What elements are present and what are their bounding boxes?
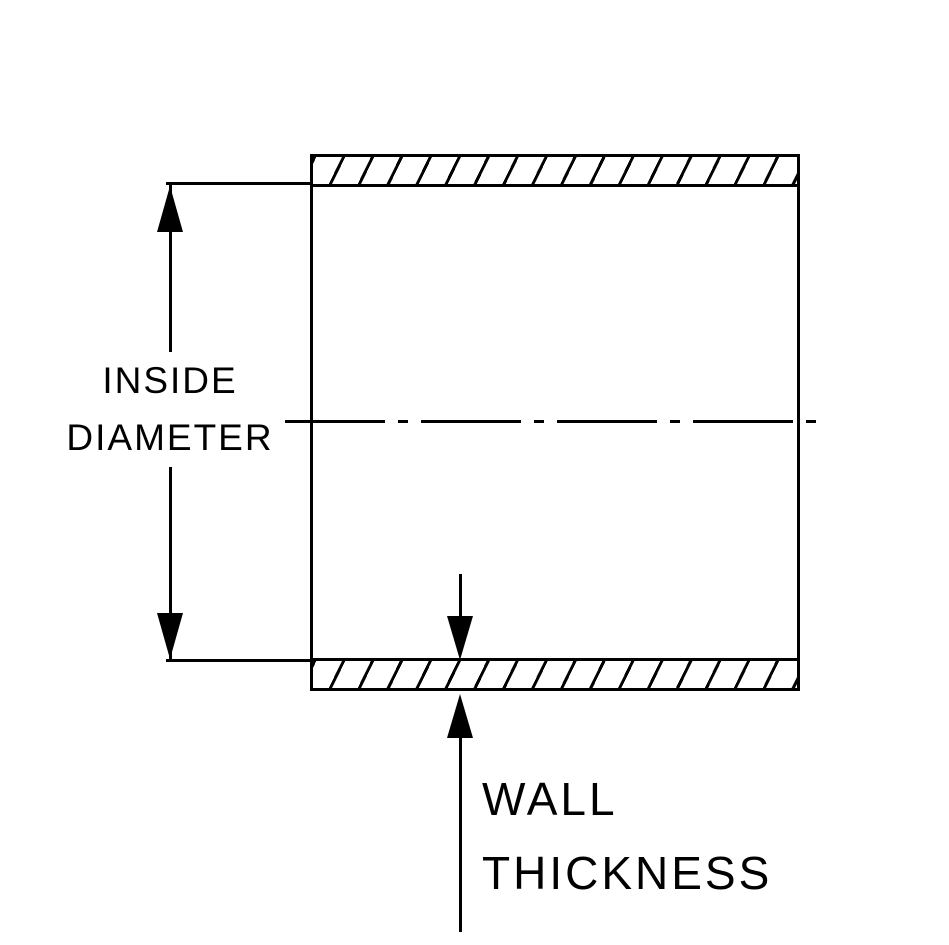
wall-thickness-label-line1: WALL bbox=[482, 773, 618, 825]
tube-top-wall-hatch bbox=[310, 154, 800, 187]
inside-diameter-extension-line-bottom bbox=[166, 659, 310, 662]
wall-thickness-leader-line bbox=[459, 736, 462, 932]
wall-thickness-label: WALL THICKNESS bbox=[482, 763, 773, 911]
tube-bottom-wall-hatch bbox=[310, 658, 800, 691]
inside-diameter-extension-line-top bbox=[166, 182, 310, 185]
centerline bbox=[285, 420, 828, 423]
wall-thickness-label-line2: THICKNESS bbox=[482, 846, 773, 899]
wall-thickness-pointer-line-top bbox=[459, 574, 462, 622]
inside-diameter-label-line1: INSIDE bbox=[102, 360, 238, 401]
arrow-down-icon bbox=[157, 613, 183, 659]
inside-diameter-label: INSIDE DIAMETER bbox=[58, 352, 282, 467]
arrow-up-icon bbox=[447, 694, 473, 738]
inside-diameter-label-line2: DIAMETER bbox=[66, 417, 274, 459]
arrow-up-icon bbox=[157, 186, 183, 232]
